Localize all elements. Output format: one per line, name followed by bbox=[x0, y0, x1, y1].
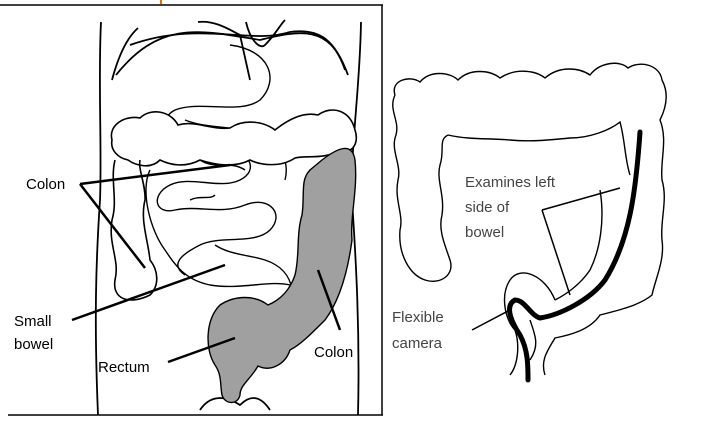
ascending-colon bbox=[110, 159, 158, 301]
right-colon-outline bbox=[392, 62, 667, 376]
left-leader-lines bbox=[71, 163, 342, 364]
label-examines-3: bowel bbox=[465, 224, 504, 241]
label-camera-2: camera bbox=[392, 335, 443, 352]
left-panel-frame bbox=[0, 4, 383, 416]
label-camera-1: Flexible bbox=[392, 309, 444, 326]
label-rectum: Rectum bbox=[98, 359, 150, 376]
label-colon-upper: Colon bbox=[26, 176, 65, 193]
label-colon-lower: Colon bbox=[314, 344, 353, 361]
label-small-bowel-2: bowel bbox=[14, 336, 53, 353]
right-leader-lines bbox=[471, 187, 621, 331]
label-examines-1: Examines left bbox=[465, 174, 556, 191]
descending-colon-highlight bbox=[207, 147, 357, 404]
label-small-bowel-1: Small bbox=[14, 313, 52, 330]
label-examines-2: side of bbox=[465, 199, 510, 216]
colon-outline bbox=[110, 109, 358, 167]
flexible-camera bbox=[507, 129, 643, 383]
